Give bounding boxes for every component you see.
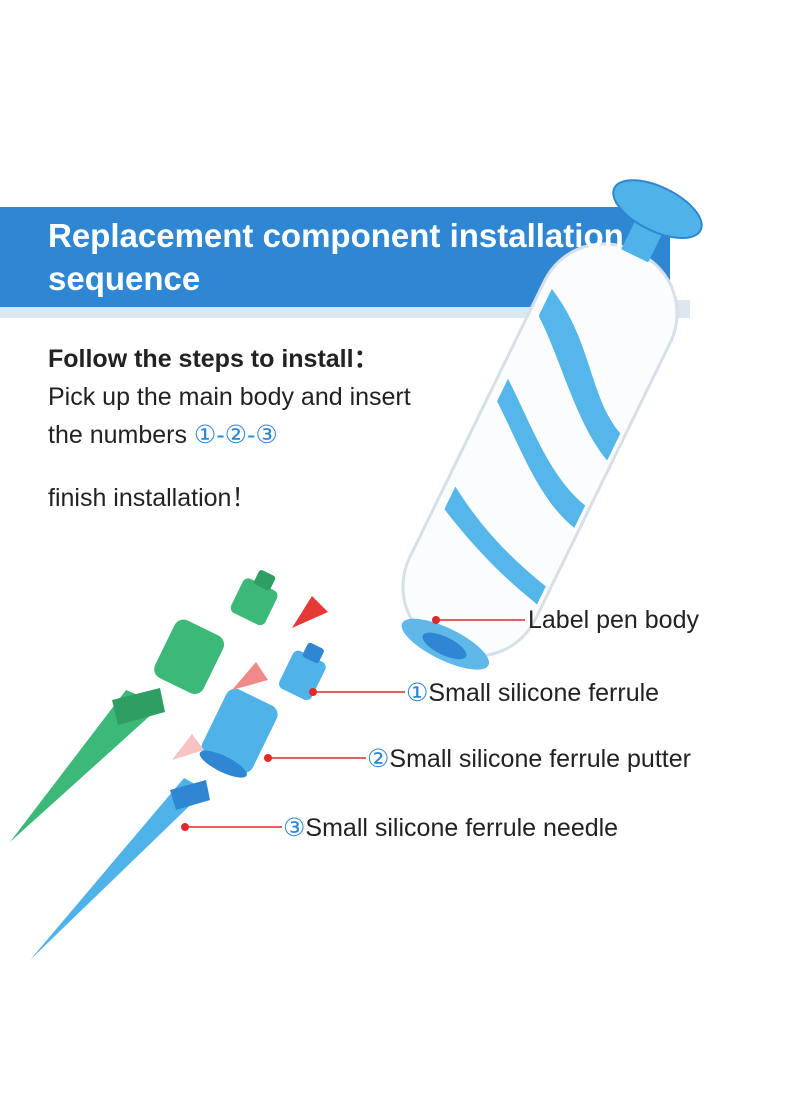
insert-arrows <box>172 596 328 760</box>
label-pen-body: Label pen body <box>528 606 699 635</box>
label-number: ③ <box>283 814 306 842</box>
green-parts-illustration <box>10 570 278 842</box>
instructions-line2-prefix: the numbers <box>48 421 194 449</box>
instructions-line2-numbers: ①-②-③ <box>193 421 278 449</box>
banner-title: Replacement component installation seque… <box>48 217 624 297</box>
instructions-heading: Follow the steps to install： <box>48 345 379 373</box>
label-silicone-ferrule: ①Small silicone ferrule <box>406 678 659 708</box>
label-ferrule-needle: ③Small silicone ferrule needle <box>283 813 618 843</box>
finish-text: finish installation！ <box>48 484 257 512</box>
label-text: Label pen body <box>528 606 699 634</box>
instructions-line1: Pick up the main body and insert <box>48 383 411 411</box>
label-text: Small silicone ferrule needle <box>305 814 619 842</box>
label-text: Small silicone ferrule putter <box>389 745 691 773</box>
label-ferrule-putter: ②Small silicone ferrule putter <box>367 744 691 774</box>
arrow-icon <box>172 734 204 760</box>
label-number: ② <box>367 745 390 773</box>
label-text: Small silicone ferrule <box>428 679 660 707</box>
label-number: ① <box>406 679 429 707</box>
blue-parts-illustration <box>30 642 326 960</box>
label-pen-body-illustration <box>401 179 703 670</box>
instructions-line2: the numbers ①-②-③ <box>48 416 508 454</box>
instructions: Follow the steps to install： Pick up the… <box>48 340 508 454</box>
arrow-icon <box>292 596 328 628</box>
leader-lines <box>181 616 525 831</box>
arrow-icon <box>232 662 268 690</box>
